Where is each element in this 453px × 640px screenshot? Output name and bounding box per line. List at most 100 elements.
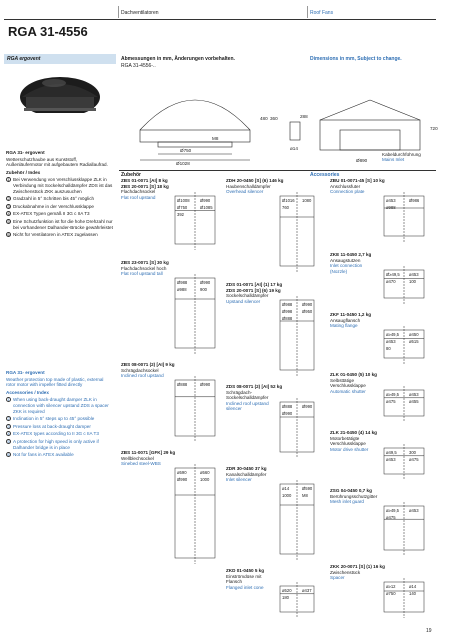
main-l1: M8 [212, 136, 219, 141]
accessory-code: ZBS 23-0071 [S] 30 kg [121, 260, 169, 265]
dimension-label: 760 [282, 205, 290, 210]
dimension-label: ø453 [409, 508, 419, 513]
dimension-label: ø453 [409, 392, 419, 397]
accessory-desc-en: Connection plate [330, 189, 365, 195]
accessory-code: ZSG 04-0450 0,7 kg [330, 488, 372, 493]
dimension-label: 180 [282, 595, 290, 600]
dimension-label: ø453 [386, 339, 396, 344]
accessory-desc-en: Spacer [330, 575, 345, 581]
dimension-label: ø475 [386, 515, 396, 520]
dimension-label: Ø≥49,5 [386, 272, 400, 277]
category-de: Dachventilatoren [121, 10, 159, 16]
accessory-code: ZDH 20-0450 [S] (6) 146 kg [226, 178, 284, 183]
dims-note-de: Abmessungen in mm, Änderungen vorbehalte… [121, 56, 235, 62]
dimension-label: 1080 [302, 198, 312, 203]
dimension-label: ø453 [409, 272, 419, 277]
dimension-label: 392 [177, 212, 185, 217]
dimension-label: ø450 [409, 332, 419, 337]
dims-note-en: Dimensions in mm, Subject to change. [310, 56, 402, 62]
main-sq: 288 [300, 114, 308, 119]
dimension-label: ø988 [386, 205, 396, 210]
accessory-code: ZBS 08-0071 (2) [AI] 9 kg [121, 362, 175, 367]
dimension-label: ø≥49,5 [386, 508, 400, 513]
dimension-label: ø14 [282, 486, 290, 491]
dimension-label: ø≥49,5 [386, 392, 400, 397]
accessory-desc-de: Motorbetätigte Verschlussklappe [330, 435, 366, 447]
dimension-label: ø988 [177, 287, 187, 292]
accessory-desc-en: Overhead silencer [226, 189, 264, 195]
accessory-code: ZBU 01-0071-45 [S] 10 kg [330, 178, 385, 183]
dimension-label: ø453 [386, 457, 396, 462]
accessory-desc-de: Anschlussfuter [330, 183, 361, 189]
dimension-label: Ø888 [177, 382, 188, 387]
accessory-code: ZLK 01-0450 (5) 10 kg [330, 372, 377, 377]
accessory-desc-de: Sockelschalldämpfer [226, 293, 269, 299]
accessory-drawing: ø≥49,5 ø453 ø475 [383, 502, 425, 556]
accessory-code: ZDS 01-0071 [AI] (1) 17 kg [226, 282, 283, 287]
main-e1: ø14 [290, 146, 298, 151]
category-en: Roof Fans [310, 10, 334, 16]
dimension-label: Ø950 [302, 309, 313, 314]
accessory-desc-de: Flachdachsockel hoch [121, 265, 167, 271]
accessory-desc-de: Schrägdach-Sockelschalldämpfer [226, 389, 269, 401]
dimension-label: Ø990 [200, 198, 211, 203]
accessory-desc-de: Haubenschalldämpfer [226, 183, 271, 189]
accessory-code-2: ZBS 20-0071 [S] 18 kg [121, 183, 169, 189]
dimension-label: ø470 [386, 279, 396, 284]
dimension-label: Ø750 [177, 205, 188, 210]
dimension-label: ø14 [409, 584, 417, 589]
dimension-label: Ø888 [282, 404, 293, 409]
left-de: RGA 31- ergovent Wetterschutzhaube aus K… [6, 150, 114, 240]
accessory-code: ZDS 08-0071 (2) [AI] 52 kg [226, 384, 283, 389]
dimension-label: Ø988 [177, 280, 188, 285]
dimension-label: 140 [409, 591, 417, 596]
accessory-desc-en: Automatic shutter [330, 388, 366, 394]
accessory-desc-en: Mating flange [330, 323, 358, 329]
left-de-desc: Wetterschutzhaube aus Kunststoff, Außenl… [6, 156, 108, 168]
dimension-label: ø≥12 [386, 584, 396, 589]
dimension-label: 300 [409, 450, 417, 455]
dimension-label: Ø990 [177, 477, 188, 482]
dimension-label: Ø990 [200, 280, 211, 285]
dimension-label: Ø998 [282, 309, 293, 314]
dimension-label: ø475 [386, 399, 396, 404]
dimension-label: Ø990 [302, 302, 313, 307]
main-d2: Ø1028 [176, 161, 190, 166]
dimension-label: 100 [409, 279, 417, 284]
left-en-heading: RGA 31- ergovent [6, 370, 45, 375]
accessory-desc-en: Mesh inlet guard [330, 499, 364, 505]
accessory-drawing: Ø1016 1080 760 [279, 192, 315, 272]
dimension-label: ø≥49,5 [386, 332, 400, 337]
accessory-desc-de: Wellblechsockel [121, 455, 154, 461]
model-label: RGA ergovent [7, 56, 41, 62]
page-title: RGA 31-4556 [8, 24, 88, 39]
accessory-code: ZKK 20-0071 [S] (1) 16 kg [330, 564, 385, 569]
dimension-label: ø49,5 [386, 450, 397, 455]
main-h1: 480 [260, 116, 268, 121]
dimension-label: Ø1016 [282, 198, 295, 203]
accessory-code: ZDR 30-0450 37 kg [226, 466, 267, 471]
accessory-desc-en: Inlet connection (Nozzle) [330, 263, 363, 274]
dimension-label: ø515 [409, 339, 419, 344]
